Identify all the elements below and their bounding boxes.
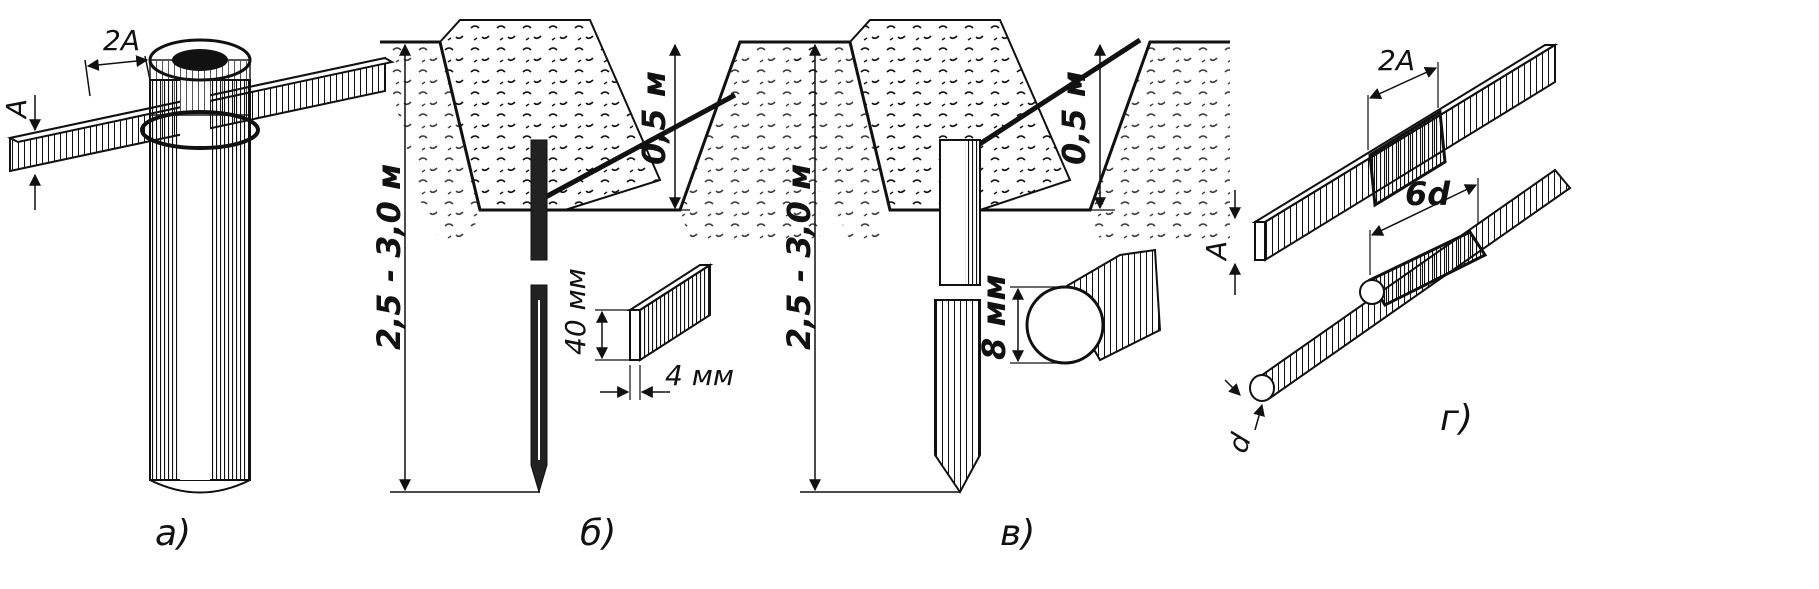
panel-b-trench (380, 19, 820, 240)
panel-a-dimension-width: 2A (84, 24, 151, 97)
panel-a: 2A A а) (0, 24, 395, 554)
panel-g-label-a: A (1200, 241, 1233, 262)
panel-b: 40 мм 4 мм 2,5 - 3,0 м 0,5 м б) (370, 19, 820, 554)
panel-v-label-8mm: 8 мм (975, 274, 1013, 360)
panel-v-caption: в) (1000, 513, 1035, 554)
panel-b-label-trench: 0,5 м (635, 71, 673, 165)
panel-v-dimension-trench: 0,5 м (980, 43, 1115, 211)
panel-g-flatbar (1251, 43, 1559, 262)
panel-v-dimension-depth: 2,5 - 3,0 м (780, 43, 960, 493)
panel-a-dimension-thickness: A (0, 95, 41, 210)
panel-v: 8 мм 2,5 - 3,0 м 0,5 м в) (780, 19, 1230, 554)
panel-g-dimension-2a: 2A (1367, 44, 1439, 150)
panel-b-dimension-trench: 0,5 м (565, 43, 690, 211)
panel-v-round-section: 8 мм (975, 248, 1162, 365)
panel-b-label-4mm: 4 мм (665, 359, 734, 392)
panel-a-label-a: A (0, 99, 33, 120)
panel-b-label-40mm: 40 мм (559, 268, 592, 355)
panel-v-rod (934, 139, 981, 494)
panel-v-trench (790, 19, 1230, 240)
panel-a-pipe (140, 38, 260, 494)
panel-v-label-depth: 2,5 - 3,0 м (780, 164, 818, 350)
panel-b-label-depth: 2,5 - 3,0 м (370, 164, 408, 350)
panel-g-dimension-a: A (1200, 190, 1241, 295)
panel-b-flatbar-section: 40 мм 4 мм (559, 263, 734, 400)
panel-g-label-2a: 2A (1378, 44, 1415, 77)
panel-b-caption: б) (580, 513, 616, 554)
panel-v-label-trench: 0,5 м (1055, 71, 1093, 165)
panel-g-rod (1249, 168, 1572, 402)
panel-g-label-d: d (1221, 429, 1258, 457)
panel-b-dimension-depth: 2,5 - 3,0 м (370, 43, 540, 493)
panel-a-label-2a: 2A (103, 24, 140, 57)
panel-g-label-6d: 6d (1405, 175, 1451, 213)
panel-b-rod (530, 139, 548, 494)
panel-g: 2A A 6d d г) (1200, 43, 1572, 457)
panel-g-dimension-6d: 6d (1369, 175, 1479, 275)
panel-a-caption: а) (155, 513, 191, 554)
panel-g-caption: г) (1440, 398, 1473, 439)
